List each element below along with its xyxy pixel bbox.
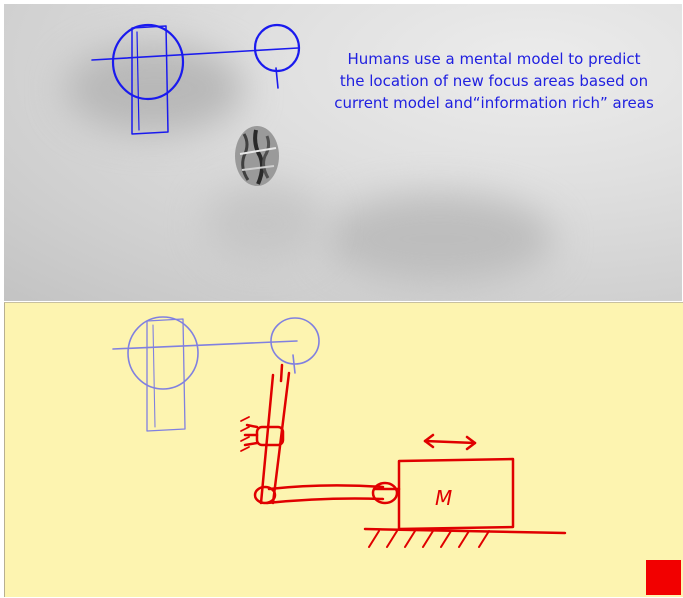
sketch-link-bar — [131, 25, 169, 135]
motion-arrow — [423, 439, 477, 445]
blue-mental-model-sketch — [91, 23, 301, 135]
caption-line: the location of new focus areas based on — [339, 72, 649, 90]
top-sketch — [91, 23, 301, 186]
red-corner-square — [646, 560, 681, 595]
blur-shadow — [324, 194, 554, 284]
rod-joint — [371, 481, 399, 505]
lever-left-edge — [259, 373, 275, 505]
ground-line — [363, 527, 567, 535]
faded-large-circle — [127, 316, 199, 390]
focus-patch — [235, 126, 279, 186]
blur-shadow — [204, 184, 324, 264]
caption-line: current model and“information rich” area… — [334, 94, 654, 112]
rod-top — [267, 484, 385, 491]
blur-shadow — [64, 44, 244, 134]
sketch-link-line — [91, 47, 299, 61]
lever-joint — [253, 485, 277, 505]
sketch-large-circle — [111, 23, 185, 101]
blurred-camera-view: Humans use a mental model to predict the… — [4, 4, 682, 301]
caption-line: Humans use a mental model to predict — [347, 50, 641, 68]
faded-small-circle — [270, 317, 320, 365]
caption-text: Humans use a mental model to predict the… — [309, 48, 679, 114]
mechanism-sketch: M — [112, 316, 567, 548]
pivot-guide — [255, 425, 285, 447]
mass-label: M — [435, 486, 452, 510]
sketch-note-panel: M — [4, 302, 683, 597]
faded-model-sketch — [112, 316, 320, 432]
mass-block — [397, 457, 515, 531]
rod-bottom — [265, 497, 385, 505]
faded-link-line — [112, 340, 298, 350]
faded-link-bar — [146, 318, 186, 432]
lever-right-edge — [271, 371, 291, 505]
red-mechanism-sketch — [240, 363, 567, 548]
